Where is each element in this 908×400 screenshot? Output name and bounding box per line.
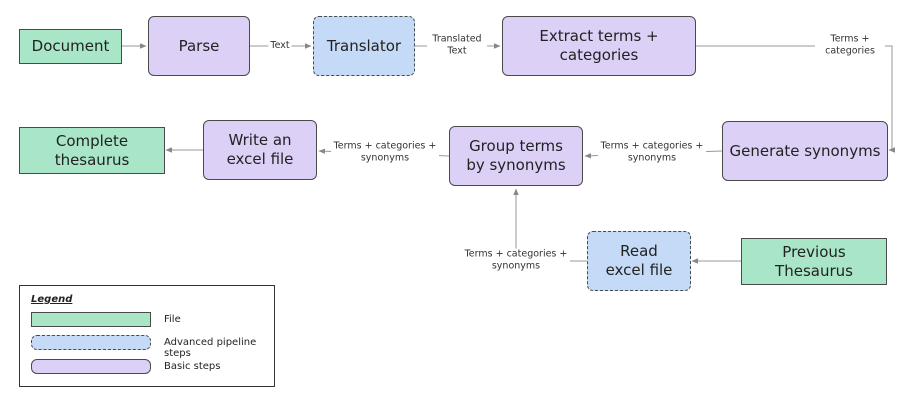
document-node: Document xyxy=(19,29,122,64)
edge-label-generate-group: Terms + categories + synonyms xyxy=(598,140,706,166)
edge-label-read-group: Terms + categories + synonyms xyxy=(462,248,570,274)
edge-label-group-write: Terms + categories + synonyms xyxy=(331,140,439,166)
write-excel-node: Write an excel file xyxy=(203,120,317,180)
legend: Legend File Advanced pipeline steps Basi… xyxy=(19,285,275,387)
legend-file-swatch xyxy=(31,312,151,327)
generate-node: Generate synonyms xyxy=(722,121,888,181)
translator-node: Translator xyxy=(313,16,415,76)
parse-node: Parse xyxy=(148,16,250,76)
edge-label-terms-categories: Terms + categories xyxy=(815,33,885,59)
legend-basic-label: Basic steps xyxy=(164,361,221,372)
legend-file-label: File xyxy=(164,314,181,325)
legend-title: Legend xyxy=(31,294,73,305)
edge-label-text: Text xyxy=(268,39,292,53)
edge-label-translated-text: Translated Text xyxy=(427,33,487,59)
complete-thesaurus-node: Complete thesaurus xyxy=(19,127,165,174)
legend-advanced-swatch xyxy=(31,335,151,350)
read-excel-node: Read excel file xyxy=(587,231,691,291)
legend-basic-swatch xyxy=(31,359,151,374)
legend-advanced-label: Advanced pipeline steps xyxy=(164,337,257,359)
group-node: Group terms by synonyms xyxy=(449,126,583,186)
edge-extract-generate xyxy=(696,45,895,153)
previous-thesaurus-node: Previous Thesaurus xyxy=(741,238,887,285)
extract-node: Extract terms + categories xyxy=(502,16,696,76)
